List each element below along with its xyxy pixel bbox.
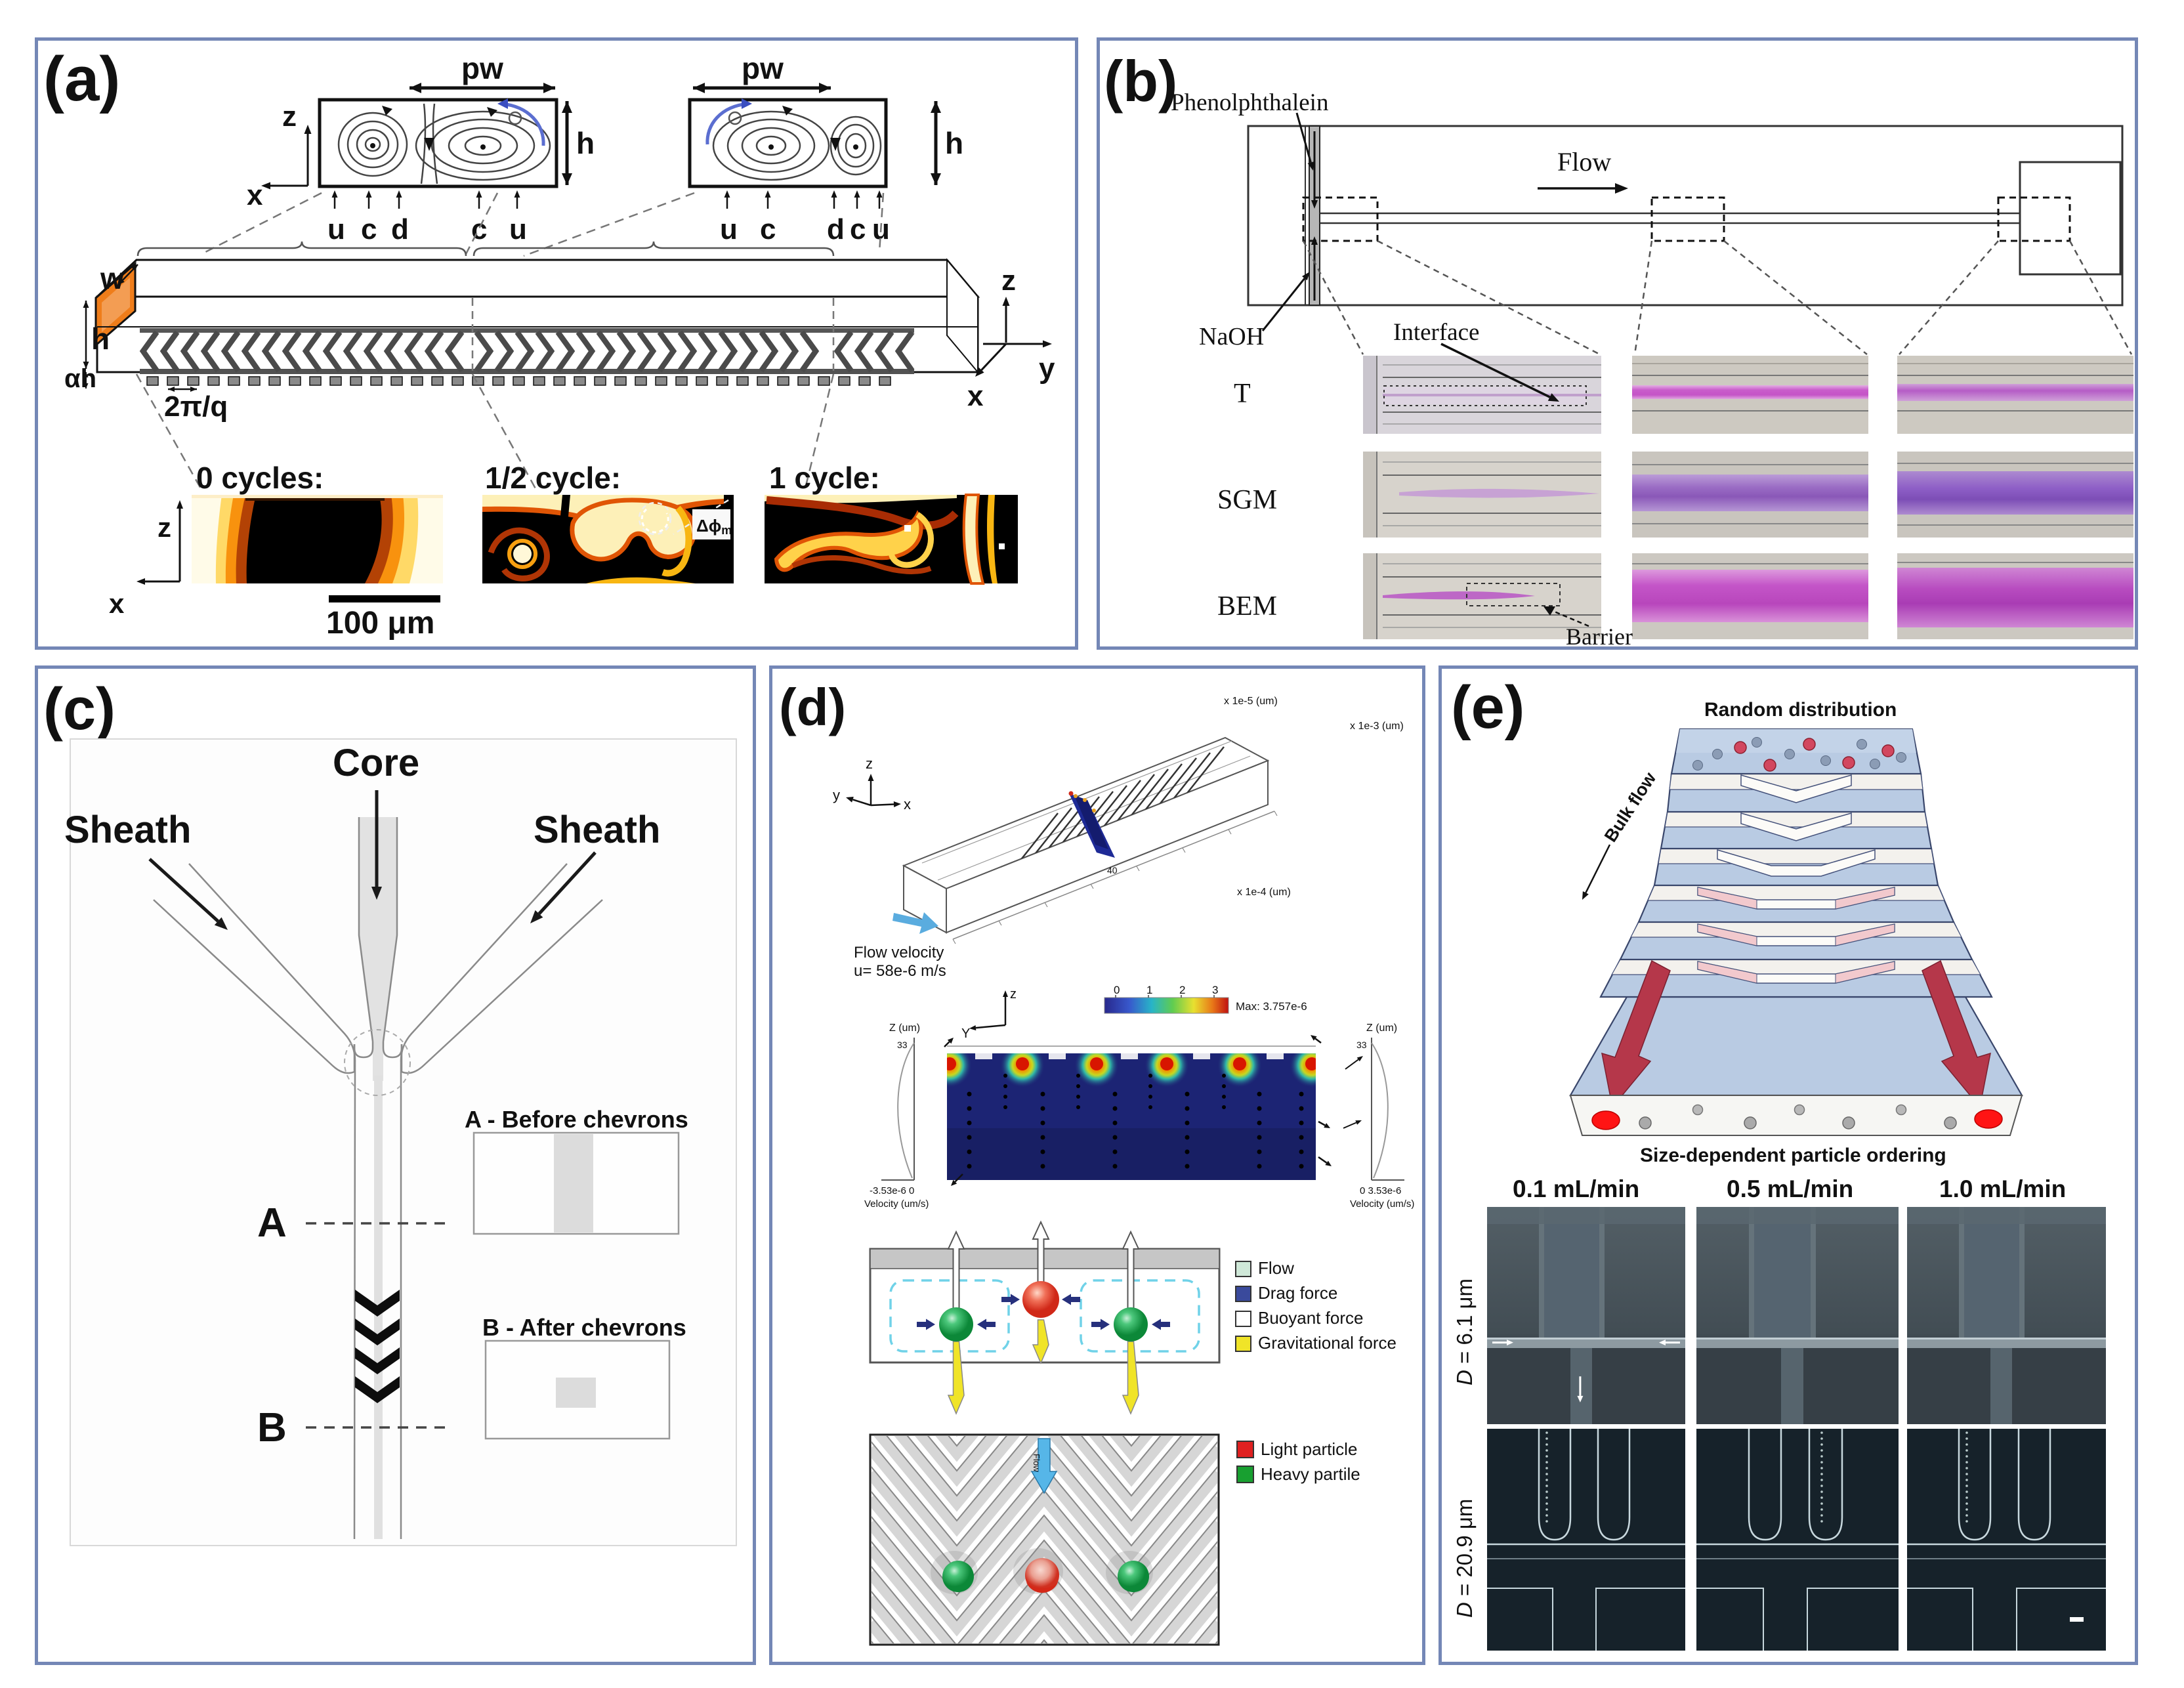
- svg-text:x: x: [247, 179, 263, 211]
- svg-text:Flow: Flow: [1557, 147, 1611, 177]
- svg-text:-3.53e-6 0: -3.53e-6 0: [870, 1185, 914, 1196]
- svg-text:Light particle: Light particle: [1261, 1439, 1357, 1459]
- svg-text:1 cycle:: 1 cycle:: [769, 461, 880, 495]
- svg-text:Velocity (um/s): Velocity (um/s): [864, 1198, 929, 1210]
- svg-text:100 μm: 100 μm: [326, 606, 434, 641]
- svg-text:33: 33: [897, 1040, 908, 1050]
- svg-text:pw: pw: [742, 51, 784, 85]
- svg-text:u: u: [720, 213, 738, 245]
- svg-text:y: y: [833, 787, 840, 803]
- svg-text:Flow: Flow: [1032, 1454, 1041, 1472]
- svg-text:Phenolphthalein: Phenolphthalein: [1171, 89, 1328, 116]
- svg-text:0 cycles:: 0 cycles:: [196, 461, 324, 495]
- svg-text:1.0 mL/min: 1.0 mL/min: [1939, 1175, 2066, 1202]
- svg-text:z: z: [866, 755, 873, 772]
- svg-text:c: c: [850, 213, 866, 245]
- svg-text:A - Before chevrons: A - Before chevrons: [465, 1106, 688, 1133]
- svg-text:d: d: [827, 213, 845, 245]
- svg-text:(b): (b): [1104, 49, 1177, 114]
- svg-text:D = 20.9 μm: D = 20.9 μm: [1452, 1499, 1477, 1618]
- svg-text:x: x: [904, 796, 911, 812]
- svg-text:0 3.53e-6: 0 3.53e-6: [1360, 1185, 1401, 1196]
- svg-text:2: 2: [1179, 984, 1185, 996]
- svg-text:Z (um): Z (um): [1366, 1023, 1397, 1034]
- svg-text:z: z: [1001, 264, 1016, 297]
- svg-text:Velocity (um/s): Velocity (um/s): [1350, 1198, 1414, 1210]
- svg-text:h: h: [576, 126, 595, 160]
- svg-text:x: x: [967, 380, 984, 412]
- svg-text:Z (um): Z (um): [889, 1023, 920, 1034]
- svg-text:pw: pw: [461, 51, 503, 85]
- svg-text:u: u: [327, 213, 345, 245]
- svg-text:(d): (d): [779, 678, 846, 736]
- svg-text:A: A: [257, 1200, 287, 1246]
- svg-text:d: d: [391, 213, 409, 245]
- svg-text:Buoyant force: Buoyant force: [1258, 1308, 1363, 1328]
- svg-text:Drag force: Drag force: [1258, 1283, 1337, 1303]
- svg-text:y: y: [1039, 352, 1055, 385]
- svg-text:h: h: [91, 322, 110, 356]
- svg-text:Size-dependent particle orderi: Size-dependent particle ordering: [1640, 1145, 1946, 1166]
- svg-text:SGM: SGM: [1217, 485, 1277, 515]
- svg-text:c: c: [760, 213, 776, 245]
- svg-text:Sheath: Sheath: [64, 809, 191, 851]
- svg-text:T: T: [1234, 379, 1251, 409]
- svg-text:u: u: [509, 213, 527, 245]
- svg-text:0: 0: [1114, 984, 1120, 996]
- svg-text:Y: Y: [961, 1026, 970, 1041]
- svg-text:u= 58e-6 m/s: u= 58e-6 m/s: [854, 962, 946, 980]
- svg-text:αh: αh: [64, 364, 96, 393]
- svg-text:B - After chevrons: B - After chevrons: [482, 1314, 686, 1341]
- svg-text:1/2 cycle:: 1/2 cycle:: [485, 461, 621, 495]
- svg-text:2π/q: 2π/q: [164, 390, 228, 423]
- svg-text:x: x: [109, 588, 125, 619]
- svg-text:w: w: [100, 261, 124, 295]
- svg-text:x 1e-5 (um): x 1e-5 (um): [1224, 696, 1278, 707]
- svg-text:z: z: [282, 100, 297, 133]
- svg-text:Max: 3.757e-6: Max: 3.757e-6: [1236, 1000, 1307, 1013]
- svg-text:Heavy partile: Heavy partile: [1261, 1464, 1360, 1484]
- svg-text:Barrier: Barrier: [1566, 623, 1633, 646]
- svg-text:Gravitational force: Gravitational force: [1258, 1333, 1396, 1353]
- svg-text:NaOH: NaOH: [1199, 323, 1264, 350]
- svg-text:Flow: Flow: [1258, 1258, 1294, 1278]
- svg-text:3: 3: [1212, 984, 1218, 996]
- svg-text:z: z: [158, 512, 171, 543]
- svg-text:BEM: BEM: [1217, 591, 1277, 622]
- svg-text:0.1 mL/min: 0.1 mL/min: [1513, 1175, 1639, 1202]
- svg-text:B: B: [257, 1405, 287, 1450]
- svg-text:0.5 mL/min: 0.5 mL/min: [1727, 1175, 1853, 1202]
- svg-text:40: 40: [1107, 865, 1118, 876]
- svg-text:Random distribution: Random distribution: [1704, 699, 1897, 721]
- svg-text:(e): (e): [1451, 674, 1524, 741]
- svg-text:Flow velocity: Flow velocity: [854, 944, 944, 961]
- svg-text:Core: Core: [333, 742, 419, 784]
- svg-text:x 1e-3 (um): x 1e-3 (um): [1350, 721, 1404, 732]
- svg-text:(c): (c): [43, 677, 116, 742]
- svg-text:z: z: [1010, 987, 1017, 1002]
- svg-text:c: c: [361, 213, 377, 245]
- svg-text:D = 6.1 μm: D = 6.1 μm: [1452, 1278, 1477, 1385]
- svg-text:(a): (a): [43, 44, 120, 114]
- svg-text:Sheath: Sheath: [534, 809, 660, 851]
- svg-text:x 1e-4 (um): x 1e-4 (um): [1237, 887, 1291, 898]
- svg-text:Bulk flow: Bulk flow: [1601, 768, 1660, 845]
- svg-text:33: 33: [1356, 1040, 1367, 1050]
- svg-text:h: h: [945, 126, 963, 160]
- svg-text:1: 1: [1146, 984, 1152, 996]
- svg-text:Interface: Interface: [1393, 319, 1479, 346]
